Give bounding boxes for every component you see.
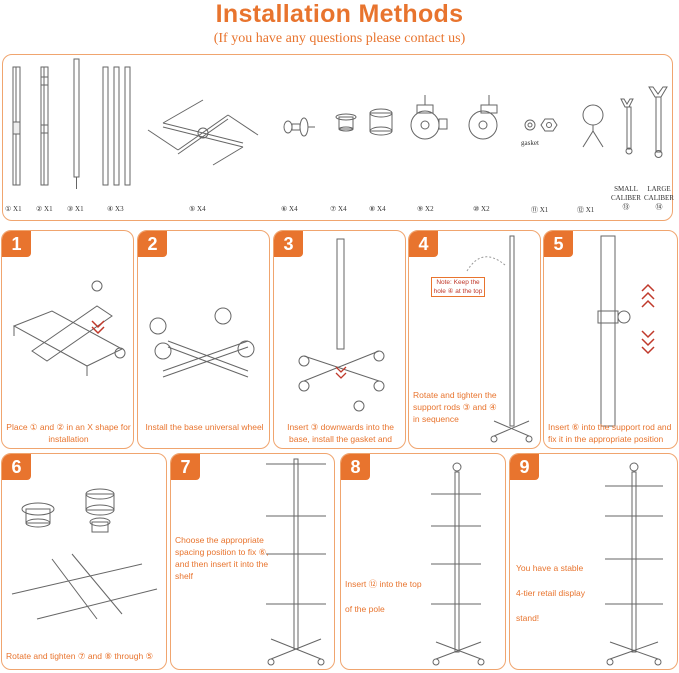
step-9-panel: 9 You have a stable 4-tier retail displa… <box>509 453 678 670</box>
part-8-label: ⑧ X4 <box>369 205 386 213</box>
part-13-drawing <box>620 98 634 155</box>
part-3-drawing <box>73 58 80 189</box>
step-8-panel: 8 Insert ⑫ into the top of the pole <box>340 453 506 670</box>
step-9-number: 9 <box>510 454 539 480</box>
step-1-panel: 1 Place ① and ② in an X shape for instal… <box>1 230 134 449</box>
gasket-label: gasket <box>521 139 539 147</box>
parts-list: ① X1 ② X1 ③ X1 ④ X3 ⑤ X4 ⑥ X4 ⑦ X4 ⑧ X4 … <box>2 54 674 221</box>
step-1-caption: Place ① and ② in an X shape for installa… <box>6 422 131 444</box>
part-10-drawing <box>468 95 498 140</box>
step-2-caption: Install the base universal wheel <box>145 422 264 432</box>
step-2-illustration <box>149 307 255 378</box>
part-4-drawing <box>102 66 131 186</box>
step-1-number: 1 <box>2 231 31 257</box>
step-5-caption: Insert ⑥ into the support rod and fix it… <box>548 422 672 444</box>
step-2-number: 2 <box>138 231 167 257</box>
part-7-drawing <box>335 113 357 132</box>
step-4-note: Note: Keep the hole ④ at the top <box>431 277 485 297</box>
part-11-drawing <box>524 118 558 132</box>
part-12-label: ⑫ X1 <box>577 206 595 214</box>
page-title: Installation Methods <box>215 0 464 28</box>
part-6-label: ⑥ X4 <box>281 205 298 213</box>
part-1-label: ① X1 <box>5 205 22 213</box>
step-1-illustration <box>12 280 126 376</box>
step-6-caption: Rotate and tighten ⑦ and ⑧ through ⑤ <box>6 651 154 661</box>
part-5-label: ⑤ X4 <box>189 205 206 213</box>
step-3-illustration <box>298 238 385 412</box>
step-4-illustration <box>466 235 533 443</box>
part-7-label: ⑦ X4 <box>330 205 347 213</box>
step-5-number: 5 <box>544 231 573 257</box>
step-3-panel: 3 Insert ③ downwards into the base, inst… <box>273 230 406 449</box>
step-9-caption: You have a stable 4-tier retail display … <box>516 563 585 623</box>
part-9-drawing <box>410 95 448 140</box>
step-6-number: 6 <box>2 454 31 480</box>
step-2-panel: 2 Install the base universal wheel <box>137 230 270 449</box>
part-14-drawing <box>648 86 668 158</box>
step-8-caption: Insert ⑫ into the top of the pole <box>345 579 422 614</box>
part-14-label: LARGE CALIBER ⑭ <box>644 185 674 211</box>
part-2-drawing <box>40 66 49 186</box>
part-13-label: SMALL CALIBER ⑬ <box>611 185 641 211</box>
step-9-illustration <box>605 462 663 666</box>
step-3-caption: Insert ③ downwards into the base, instal… <box>287 422 394 448</box>
step-4-number: 4 <box>409 231 438 257</box>
step-6-illustration <box>11 488 158 620</box>
step-8-number: 8 <box>341 454 370 480</box>
step-7-illustration <box>266 458 326 666</box>
page-subtitle: (If you have any questions please contac… <box>213 31 466 46</box>
step-5-panel: 5 Insert ⑥ into the support rod and fix … <box>543 230 678 449</box>
step-4-caption: Rotate and tighten the support rods ③ an… <box>413 390 497 424</box>
part-3-label: ③ X1 <box>67 205 84 213</box>
part-6-drawing <box>283 117 315 137</box>
part-8-drawing <box>369 108 393 136</box>
part-1-drawing <box>12 66 21 186</box>
part-4-label: ④ X3 <box>107 205 124 213</box>
part-9-label: ⑨ X2 <box>417 205 434 213</box>
part-11-label: ⑪ X1 <box>531 206 549 214</box>
step-4-panel: 4 Note: Keep the hole ④ at the top Rotat… <box>408 230 541 449</box>
step-7-caption: Choose the appropriate spacing position … <box>175 535 269 581</box>
step-7-panel: 7 Choose the appropriate spacing positio… <box>170 453 335 670</box>
parts-illustration <box>12 58 668 189</box>
part-12-drawing <box>582 104 604 148</box>
part-5-drawing <box>147 99 259 166</box>
part-10-label: ⑩ X2 <box>473 205 490 213</box>
step-5-illustration <box>597 235 655 427</box>
step-8-illustration <box>431 462 485 666</box>
step-6-panel: 6 Rotate and tighten ⑦ and ⑧ through ⑤ <box>1 453 167 670</box>
part-2-label: ② X1 <box>36 205 53 213</box>
step-7-number: 7 <box>171 454 200 480</box>
step-3-number: 3 <box>274 231 303 257</box>
